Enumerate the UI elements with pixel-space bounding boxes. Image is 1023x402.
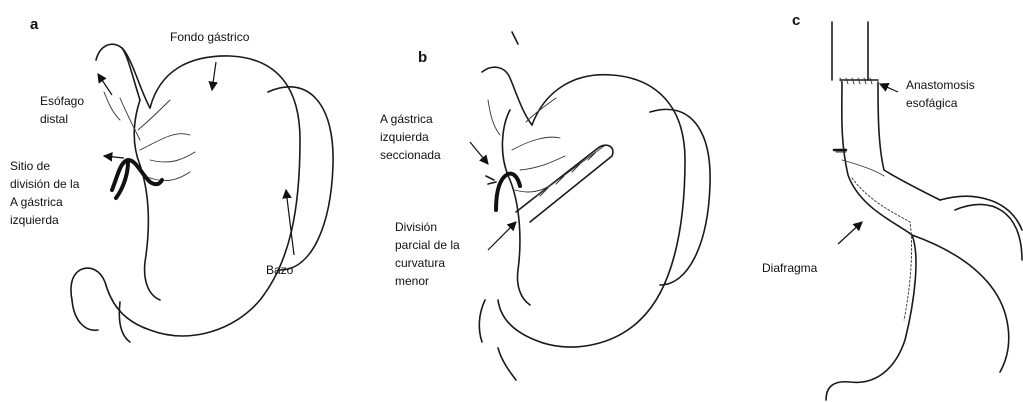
stomach-drawing-a	[71, 44, 333, 342]
label-anastomosis-esofagica: Anastomosis esofágica	[906, 76, 975, 112]
label-sitio-line-2: división de la	[10, 175, 79, 193]
label-agastrica-line-3: seccionada	[380, 146, 441, 164]
label-division-line-3: curvatura	[395, 254, 460, 272]
label-anastomosis-line-1: Anastomosis	[906, 76, 975, 94]
label-agastrica-line-2: izquierda	[380, 128, 441, 146]
label-sitio-line-1: Sitio de	[10, 157, 79, 175]
label-esofago-line-1: Esófago	[40, 92, 84, 110]
panel-letter-b: b	[418, 49, 427, 66]
label-diafragma: Diafragma	[762, 259, 817, 277]
label-division-line-4: menor	[395, 272, 460, 290]
label-fondo-gastrico: Fondo gástrico	[170, 28, 249, 46]
label-bazo: Bazo	[266, 261, 293, 279]
label-esofago-line-2: distal	[40, 110, 84, 128]
label-esofago-distal: Esófago distal	[40, 92, 84, 128]
label-anastomosis-line-2: esofágica	[906, 94, 975, 112]
label-sitio-line-4: izquierda	[10, 211, 79, 229]
stomach-drawing-b	[479, 32, 710, 380]
label-sitio-division: Sitio de división de la A gástrica izqui…	[10, 157, 79, 229]
label-division-parcial: División parcial de la curvatura menor	[395, 218, 460, 290]
label-division-line-2: parcial de la	[395, 236, 460, 254]
label-sitio-line-3: A gástrica	[10, 193, 79, 211]
label-division-line-1: División	[395, 218, 460, 236]
label-agastrica-line-1: A gástrica	[380, 110, 441, 128]
panel-letter-a: a	[30, 16, 38, 33]
label-a-gastrica-seccionada: A gástrica izquierda seccionada	[380, 110, 441, 164]
panel-letter-c: c	[792, 12, 800, 29]
